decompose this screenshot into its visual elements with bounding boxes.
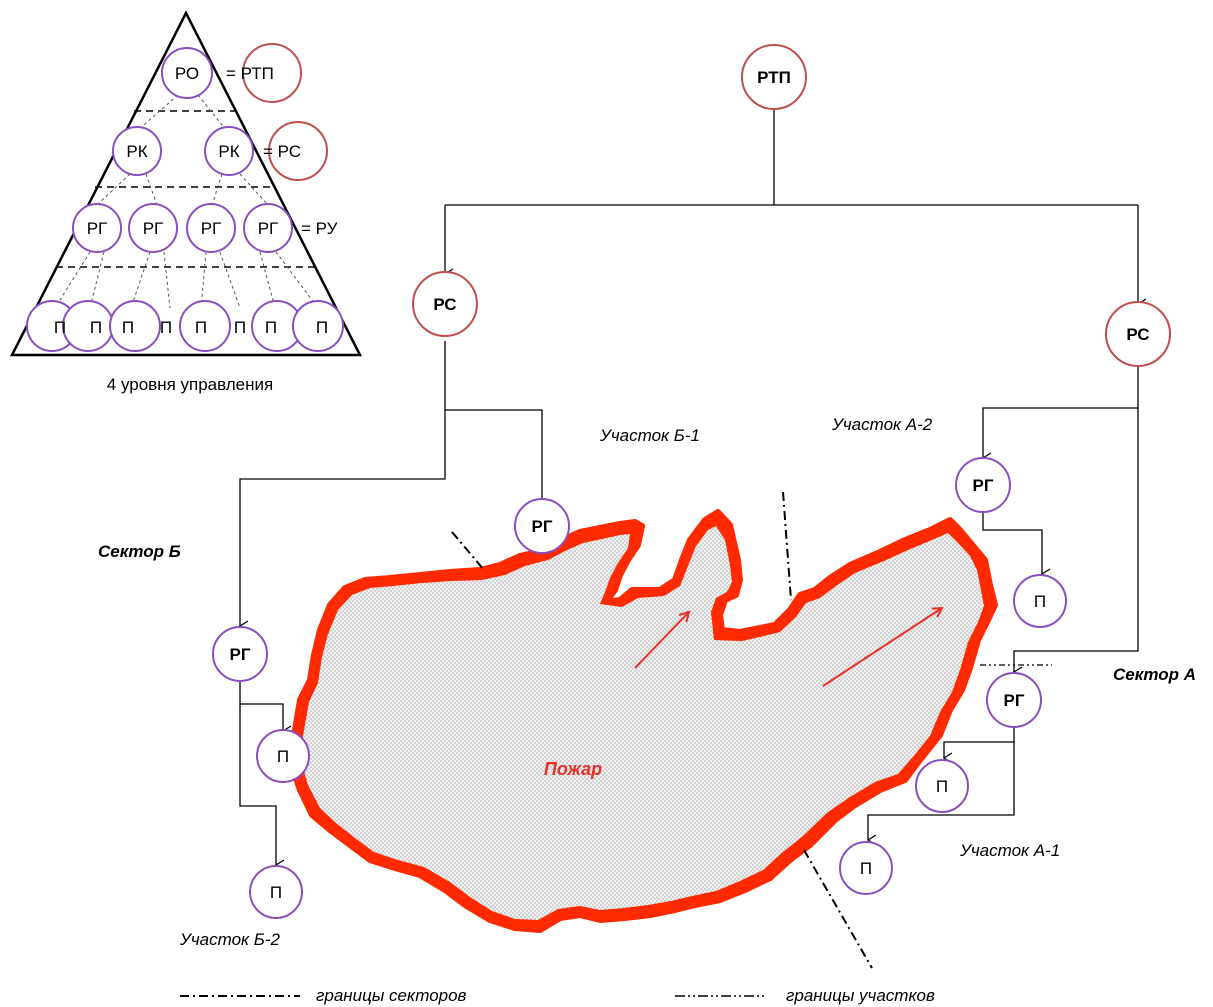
- rk-label: РК: [218, 142, 239, 161]
- p-label: П: [195, 318, 207, 337]
- rg-node: [72, 203, 122, 253]
- p-label-b2-2: П: [270, 883, 282, 902]
- rg-node: [128, 203, 178, 253]
- area-b2-label: Участок Б-2: [179, 930, 281, 949]
- rs-label-right: РС: [1126, 325, 1149, 344]
- rs-label-left: РС: [433, 295, 456, 314]
- rk-node: [112, 126, 162, 176]
- rg-node-b1: [514, 498, 570, 554]
- fire-zone: Пожар: [287, 509, 998, 933]
- rg-node: [243, 203, 293, 253]
- area-a2-label: Участок А-2: [831, 415, 933, 434]
- rtp-equiv-node: [242, 43, 302, 103]
- rtp-label: РТП: [757, 68, 791, 87]
- sector-a-label: Сектор А: [1113, 665, 1196, 684]
- p-label: П: [160, 318, 172, 337]
- rk-node: [204, 126, 254, 176]
- rg-node-a1: [986, 672, 1042, 728]
- sector-b-label: Сектор Б: [98, 542, 181, 561]
- command-nodes: РТП РС РС РГ РГ РГ РГ П П П П П: [212, 44, 1171, 919]
- rg-label: РГ: [201, 219, 222, 238]
- area-b1-label: Участок Б-1: [599, 426, 700, 445]
- rg-label-a2: РГ: [973, 476, 994, 495]
- rg-node: [186, 203, 236, 253]
- rs-node-right: [1105, 301, 1171, 367]
- rg-node-a2: [955, 457, 1011, 513]
- rtp-equiv-label: = РТП: [226, 64, 274, 83]
- ro-label: РО: [175, 64, 199, 83]
- p-node: [109, 300, 161, 352]
- p-node-a1-1: [915, 759, 969, 813]
- rg-label: РГ: [258, 219, 279, 238]
- spread-arrow: [634, 610, 691, 669]
- p-label: П: [54, 318, 66, 337]
- command-wires: [238, 102, 1147, 871]
- ru-equiv-label: = РУ: [301, 219, 338, 238]
- spread-arrow: [822, 606, 944, 687]
- rs-node-left: [412, 271, 478, 337]
- rg-label-b1: РГ: [532, 517, 553, 536]
- p-node-b2-2: [249, 865, 303, 919]
- p-label-a1-2: П: [860, 859, 872, 878]
- p-node: [292, 300, 344, 352]
- rg-label-b2: РГ: [230, 645, 251, 664]
- p-label: П: [316, 318, 328, 337]
- pyramid-outline: [9, 10, 363, 357]
- sector-boundaries: [451, 491, 1052, 969]
- p-label: П: [265, 318, 277, 337]
- legend-area-text: границы участков: [786, 986, 935, 1005]
- ro-node: [161, 47, 213, 99]
- rg-label: РГ: [143, 219, 164, 238]
- rs-equiv-label: = РС: [263, 142, 301, 161]
- pyramid-caption: 4 уровня управления: [107, 375, 273, 394]
- rg-node-b2: [212, 626, 268, 682]
- p-node-a2: [1013, 574, 1067, 628]
- hierarchy-pyramid: РО = РТП РК РК = РС РГ РГ РГ РГ = РУ П П…: [9, 10, 363, 394]
- zone-labels: Сектор Б Сектор А Участок Б-1 Участок А-…: [98, 415, 1196, 949]
- p-node-b2-1: [256, 729, 310, 783]
- p-label: П: [234, 318, 246, 337]
- p-node: [179, 300, 231, 352]
- legend-sector-text: границы секторов: [316, 986, 467, 1005]
- rk-label: РК: [126, 142, 147, 161]
- p-label-a2: П: [1034, 592, 1046, 611]
- rg-label-a1: РГ: [1004, 691, 1025, 710]
- burning-area: [300, 526, 984, 920]
- p-node-a1-2: [839, 841, 893, 895]
- area-a1-label: Участок А-1: [959, 841, 1060, 860]
- p-label: П: [90, 318, 102, 337]
- pyramid-links: [54, 94, 319, 309]
- rg-label: РГ: [87, 219, 108, 238]
- rs-equiv-node: [268, 121, 328, 181]
- p-label-b2-1: П: [277, 747, 289, 766]
- rtp-node: [741, 44, 807, 110]
- p-label: П: [122, 318, 134, 337]
- legend: границы секторов границы участков: [180, 986, 935, 1005]
- p-label-a1-1: П: [936, 777, 948, 796]
- p-node: [62, 300, 114, 352]
- fire-label: Пожар: [544, 759, 602, 779]
